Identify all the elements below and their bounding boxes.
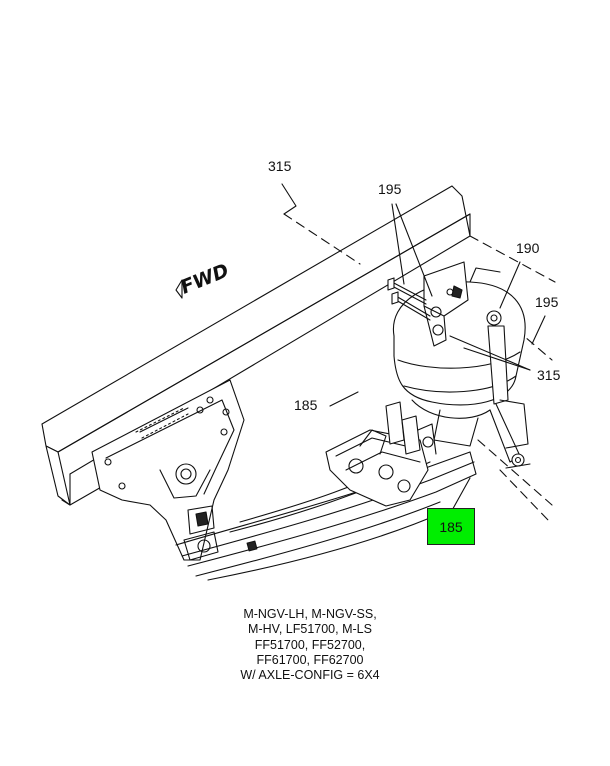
caption-line: M-HV, LF51700, M-LS bbox=[248, 622, 372, 637]
fwd-label: FWD bbox=[178, 260, 232, 299]
callout-shock-absorber: 190 bbox=[516, 240, 540, 256]
fwd-arrow-icon bbox=[175, 279, 183, 299]
caption-line: W/ AXLE-CONFIG = 6X4 bbox=[240, 668, 380, 683]
callout-bolt-lower: 195 bbox=[535, 294, 559, 310]
frame-rail bbox=[41, 185, 471, 506]
callout-leaf-spring: 185 bbox=[294, 397, 318, 413]
caption-line: FF51700, FF52700, bbox=[254, 637, 366, 652]
leader-lines bbox=[281, 183, 546, 515]
highlighted-callout-text: 185 bbox=[439, 518, 463, 535]
upper-bolts bbox=[387, 277, 431, 321]
caption-line: M-NGV-LH, M-NGV-SS, bbox=[243, 607, 377, 621]
highlighted-callout-leaf-spring[interactable]: 185 bbox=[427, 508, 475, 545]
shock-absorber bbox=[486, 310, 531, 469]
callout-bolts-upper: 195 bbox=[378, 181, 402, 197]
callout-frame-rail: 315 bbox=[268, 158, 292, 174]
front-hanger-bracket bbox=[91, 379, 245, 561]
axle-seat-assembly bbox=[325, 401, 437, 507]
applicability-caption: M-NGV-LH, M-NGV-SS, M-HV, LF51700, M-LS … bbox=[205, 607, 415, 683]
upper-bracket bbox=[423, 261, 469, 347]
caption-line: FF61700, FF62700 bbox=[256, 652, 364, 667]
callout-nuts: 315 bbox=[537, 367, 561, 383]
